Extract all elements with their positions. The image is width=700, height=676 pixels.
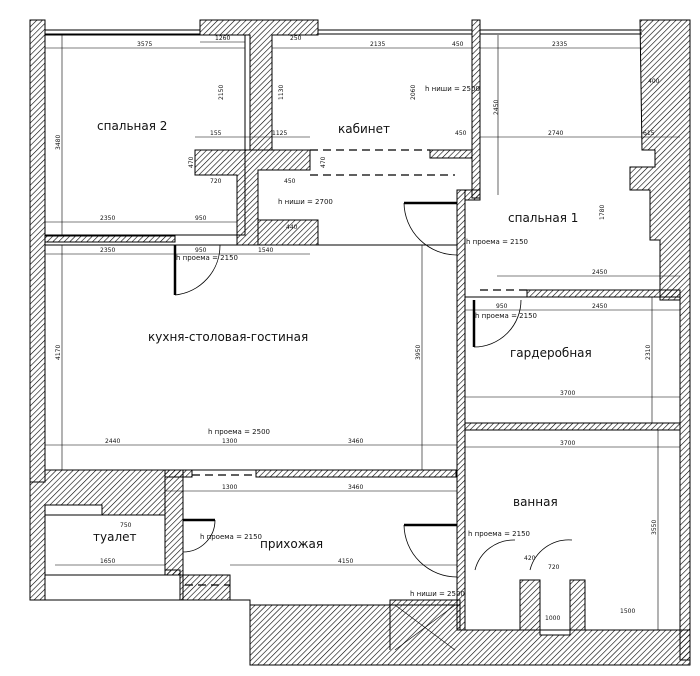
dim-label: 3460 xyxy=(348,438,363,445)
dim-label: 750 xyxy=(120,522,132,529)
room-label-study: кабинет xyxy=(338,122,390,136)
wall-wardrobe-bathroom xyxy=(464,422,681,431)
dimension-labels: 3575 1260 250 2135 450 2335 400 155 1125… xyxy=(55,35,660,622)
wall-bedroom2-living xyxy=(44,235,176,243)
dim-label: 470 xyxy=(188,156,195,168)
dim-label: 2740 xyxy=(548,130,563,137)
dim-label: 3700 xyxy=(560,440,575,447)
note-opening-living: h проема = 2500 xyxy=(208,428,270,436)
dim-label: 2450 xyxy=(592,269,607,276)
note-opening-wardrobe: h проема = 2150 xyxy=(475,312,537,320)
room-label-bathroom: ванная xyxy=(513,495,558,509)
dim-label: 450 xyxy=(452,41,464,48)
dim-label: 1125 xyxy=(272,130,287,137)
dim-label: 950 xyxy=(496,303,508,310)
room-label-hallway: прихожая xyxy=(260,537,323,551)
wall-niche xyxy=(257,219,319,246)
room-labels: спальная 2 кабинет спальная 1 кухня-стол… xyxy=(93,119,592,551)
dim-label: 4150 xyxy=(338,558,353,565)
dim-label: 450 xyxy=(284,178,296,185)
room-label-toilet: туалет xyxy=(93,530,137,544)
dim-label: 3480 xyxy=(55,135,62,150)
wall-study-bedroom1 xyxy=(471,19,481,199)
dim-label: 720 xyxy=(548,564,560,571)
dim-label: 450 xyxy=(455,130,467,137)
wall-central-vertical xyxy=(456,189,466,631)
dim-label: 2350 xyxy=(100,247,115,254)
dim-label: 1500 xyxy=(620,608,635,615)
dim-label: 2450 xyxy=(592,303,607,310)
wall-study-bottom xyxy=(429,149,473,159)
dim-label: 1650 xyxy=(100,558,115,565)
dimension-lines xyxy=(45,35,680,630)
dim-label: 3575 xyxy=(137,41,152,48)
dim-label: 1260 xyxy=(215,35,230,42)
note-opening-bedroom2: h проема = 2150 xyxy=(176,254,238,262)
wall-door-jamb xyxy=(464,189,481,201)
dim-label: 400 xyxy=(648,78,660,85)
room-outlines xyxy=(44,29,681,651)
note-opening-toilet: h проема = 2150 xyxy=(200,533,262,541)
dim-label: 615 xyxy=(643,130,655,137)
dim-label: 1300 xyxy=(222,484,237,491)
dim-label: 2450 xyxy=(493,100,500,115)
dim-label: 3950 xyxy=(415,345,422,360)
dim-label: 2150 xyxy=(218,85,225,100)
dim-label: 1780 xyxy=(599,205,606,220)
wall-bottom xyxy=(182,574,691,666)
dim-label: 3460 xyxy=(348,484,363,491)
note-niche-hallway: h ниши = 2500 xyxy=(410,590,465,598)
note-opening-bedroom1: h проема = 2150 xyxy=(466,238,528,246)
dim-label: 250 xyxy=(290,35,302,42)
dim-label: 420 xyxy=(524,555,536,562)
room-label-bedroom2: спальная 2 xyxy=(97,119,167,133)
dim-label: 155 xyxy=(210,130,222,137)
dim-label: 720 xyxy=(210,178,222,185)
annotations: h ниши = 2500 h ниши = 2700 h проема = 2… xyxy=(176,85,537,598)
dim-label: 3550 xyxy=(651,520,658,535)
room-label-living: кухня-столовая-гостиная xyxy=(148,330,308,344)
dim-label: 2060 xyxy=(410,85,417,100)
wall-toilet-hall xyxy=(164,469,184,576)
wall-bedroom1-wardrobe xyxy=(526,289,681,298)
note-opening-bathroom: h проема = 2150 xyxy=(468,530,530,538)
dim-label: 1130 xyxy=(278,85,285,100)
dim-label: 2135 xyxy=(370,41,385,48)
dim-label: 950 xyxy=(195,247,207,254)
room-label-bedroom1: спальная 1 xyxy=(508,211,578,225)
walls xyxy=(29,19,691,666)
dim-label: 2310 xyxy=(645,345,652,360)
dim-label: 1000 xyxy=(545,615,560,622)
dim-label: 4170 xyxy=(55,345,62,360)
dim-label: 470 xyxy=(320,156,327,168)
room-label-wardrobe: гардеробная xyxy=(510,346,592,360)
dim-label: 3700 xyxy=(560,390,575,397)
doors xyxy=(173,201,573,578)
dim-label: 2440 xyxy=(105,438,120,445)
wall-outer-right xyxy=(629,19,691,661)
wall-outer-left xyxy=(29,19,46,483)
dim-label: 1300 xyxy=(222,438,237,445)
dim-label: 440 xyxy=(286,224,298,231)
note-niche-corridor: h ниши = 2700 xyxy=(278,198,333,206)
dim-label: 1540 xyxy=(258,247,273,254)
dim-label: 2350 xyxy=(100,215,115,222)
dim-label: 2335 xyxy=(552,41,567,48)
dim-label: 950 xyxy=(195,215,207,222)
wall-living-bottom-right xyxy=(255,469,457,478)
note-niche-study: h ниши = 2500 xyxy=(425,85,480,93)
